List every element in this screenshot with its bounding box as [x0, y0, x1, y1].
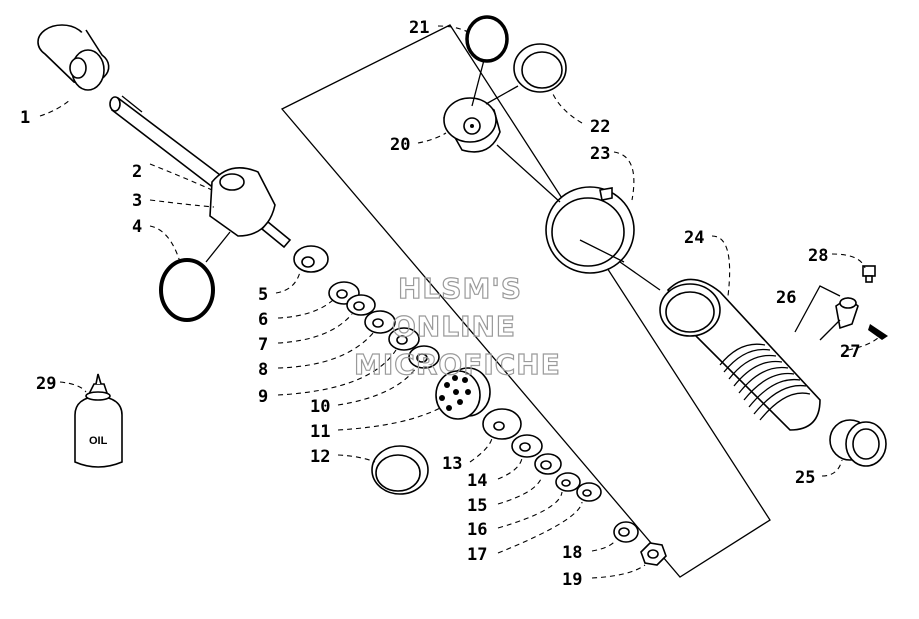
- part-23-cap-ring: [545, 186, 635, 274]
- part-3-shaft-body: [209, 166, 292, 249]
- leader-lines: [39, 25, 879, 579]
- watermark-line-3: MICROFICHE: [354, 348, 561, 381]
- callout-16: 16: [467, 520, 487, 540]
- callout-5: 5: [258, 285, 268, 305]
- part-7-shim: [346, 294, 376, 316]
- callout-6: 6: [258, 310, 268, 330]
- part-29-oil-bottle: [74, 373, 123, 468]
- callout-9: 9: [258, 387, 268, 407]
- part-11-piston: [435, 367, 491, 420]
- watermark-line-2: ONLINE: [392, 310, 516, 343]
- callout-1: 1: [20, 108, 30, 128]
- watermark: HLSM'S ONLINE MICROFICHE: [353, 271, 561, 381]
- callout-13: 13: [442, 454, 462, 474]
- callout-8: 8: [258, 360, 268, 380]
- callout-18: 18: [562, 543, 582, 563]
- part-5-washer: [293, 245, 329, 273]
- callout-2: 2: [132, 162, 142, 182]
- callout-11: 11: [310, 422, 330, 442]
- callout-15: 15: [467, 496, 487, 516]
- callout-19: 19: [562, 570, 582, 590]
- part-12-piston-ring: [371, 445, 429, 495]
- part-17-shim: [576, 482, 602, 502]
- callout-10: 10: [310, 397, 330, 417]
- part-22-ring: [513, 43, 567, 93]
- part-26-bracket-line: [794, 285, 841, 333]
- watermark-line-1: HLSM'S: [398, 272, 522, 305]
- callout-17: 17: [467, 545, 487, 565]
- callout-7: 7: [258, 335, 268, 355]
- part-20-seal-head: [443, 97, 501, 153]
- part-18-lock-washer: [613, 521, 639, 543]
- callout-25: 25: [795, 468, 815, 488]
- part-26-valve: [835, 297, 859, 330]
- oil-bottle-label: OIL: [89, 435, 108, 447]
- part-26-stem-line: [819, 319, 841, 341]
- part-9-shim: [388, 327, 420, 351]
- part-4-o-ring: [159, 258, 215, 322]
- callout-23: 23: [590, 144, 610, 164]
- part-8-shim: [364, 310, 396, 334]
- callout-27: 27: [840, 342, 860, 362]
- part-24-shock-body: [659, 278, 821, 431]
- callout-26: 26: [776, 288, 796, 308]
- callout-12: 12: [310, 447, 330, 467]
- part-21-o-ring: [465, 15, 509, 63]
- part-16-shim: [555, 472, 581, 492]
- callout-24: 24: [684, 228, 704, 248]
- part-1-eye-bushing: [37, 24, 110, 91]
- part-28-valve-cap: [862, 265, 876, 283]
- callout-20: 20: [390, 135, 410, 155]
- part-19-nut: [640, 542, 667, 566]
- part-14-shim: [511, 434, 543, 458]
- callout-14: 14: [467, 471, 487, 491]
- part-13-washer: [482, 408, 522, 440]
- assembly-frame: [280, 24, 771, 578]
- part-27-valve-core: [868, 324, 888, 340]
- callout-22: 22: [590, 117, 610, 137]
- callout-4: 4: [132, 217, 142, 237]
- part-10-shim: [408, 345, 440, 369]
- callout-3: 3: [132, 191, 142, 211]
- callout-28: 28: [808, 246, 828, 266]
- callout-29: 29: [36, 374, 56, 394]
- part-15-shim: [534, 453, 562, 475]
- callout-21: 21: [409, 18, 429, 38]
- part-25-eye-bushing: [829, 419, 887, 467]
- callout-labels: 1 2 3 4 5 6 7 8 9 10 11 12 13 14 15 16 1…: [20, 18, 860, 590]
